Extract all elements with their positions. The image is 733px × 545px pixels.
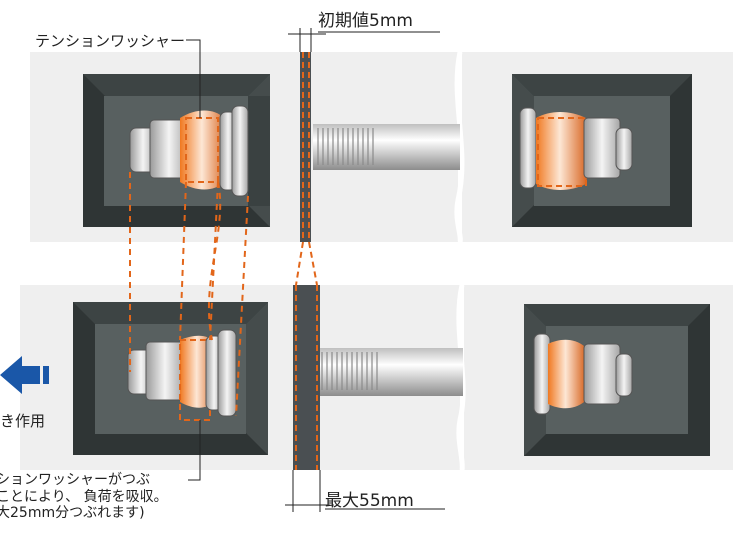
absorb-caption-line-3: 大25mm分つぶれます) bbox=[0, 505, 145, 521]
action-label: き作用 bbox=[0, 412, 46, 430]
absorb-leader-line bbox=[188, 420, 201, 481]
top-gap-plate bbox=[300, 52, 311, 242]
top-thread bbox=[317, 128, 374, 165]
absorb-caption: ションワッシャーがつぶ ことにより、 負荷を吸収。 大25mm分つぶれます) bbox=[0, 472, 168, 522]
bottom-right-bolt bbox=[533, 333, 633, 415]
break-line bbox=[454, 51, 466, 471]
initial-gap-label: 初期値5mm bbox=[318, 11, 413, 31]
arrow-left-icon bbox=[0, 356, 49, 394]
bottom-rod bbox=[313, 348, 463, 396]
bottom-gap-plate bbox=[293, 285, 320, 470]
washer-projection-lines bbox=[129, 172, 249, 417]
washer-leader-line bbox=[186, 39, 201, 118]
top-rod bbox=[313, 124, 460, 170]
initial-gap-dimension bbox=[288, 28, 440, 52]
max-gap-dimension bbox=[285, 470, 445, 512]
gap-expansion-lines bbox=[295, 241, 318, 286]
top-right-bolt bbox=[519, 107, 633, 190]
absorb-caption-line-2: ことにより、 負荷を吸収。 bbox=[0, 488, 168, 505]
max-gap-label: 最大55mm bbox=[325, 491, 414, 511]
tension-washer-label: テンションワッシャー bbox=[35, 32, 186, 50]
bottom-left-bolt bbox=[127, 329, 237, 421]
top-left-bolt bbox=[129, 105, 249, 197]
absorb-caption-line-1: ションワッシャーがつぶ bbox=[0, 472, 150, 488]
bottom-thread bbox=[321, 352, 378, 390]
